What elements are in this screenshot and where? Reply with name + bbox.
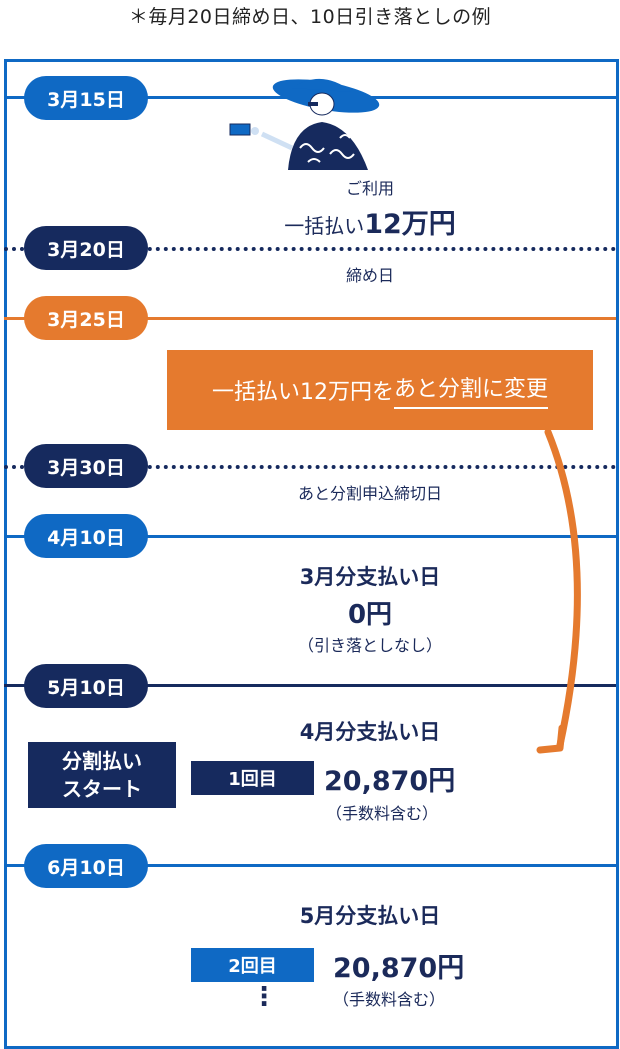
apply-deadline-label: あと分割申込締切日 [297,484,442,503]
change-prefix: 一括払い12万円を [211,380,394,405]
date-pill-may10: 5月10日 [24,664,148,708]
usage-amount: 12万円 [364,209,456,240]
line-mar20 [4,247,616,251]
line-mar30 [4,465,616,469]
installment-arrow [536,428,581,754]
woman-with-card-illustration [229,78,380,170]
date-pill-mar30: 3月30日 [24,444,148,488]
date-pill-mar20: 3月20日 [24,226,148,270]
installment-count-2: 2回目 [191,948,314,982]
usage-label: ご利用 [345,179,394,198]
march-payment-note: （引き落としなし） [297,636,442,655]
usage-method: 一括払い [284,214,365,238]
date-pill-apr10: 4月10日 [24,514,148,558]
march-payment-title: 3月分支払い日 [299,565,441,589]
date-pill-mar25: 3月25日 [24,296,148,340]
may-payment-title: 5月分支払い日 [299,904,441,928]
closing-day-label: 締め日 [345,266,394,285]
april-fee-note: （手数料含む） [326,804,439,823]
more-dots: ⋮ [251,982,277,1012]
march-payment-amount: 0円 [347,600,393,630]
may-payment-amount: 20,870円 [333,953,465,984]
date-pill-mar15: 3月15日 [24,76,148,120]
april-payment-title: 4月分支払い日 [299,720,441,744]
may-fee-note: （手数料含む） [333,990,446,1009]
line-mar25 [4,317,616,320]
date-pill-jun10: 6月10日 [24,844,148,888]
line-may10 [4,684,616,687]
change-to-installment-box: 一括払い12万円をあと分割に変更 [167,350,593,430]
example-note: ＊毎月20日締め日、10日引き落としの例 [128,6,492,28]
start-tag-line1: 分割払い [62,749,142,773]
start-tag-line2: スタート [62,777,142,801]
change-action: あと分割に変更 [393,371,548,409]
timeline-frame [4,59,619,1049]
installment-start-tag: 分割払い スタート [28,742,176,808]
april-payment-amount: 20,870円 [324,766,456,797]
usage-detail: 一括払い12万円 [150,202,590,241]
installment-count-1: 1回目 [191,761,314,795]
line-apr10 [4,535,616,538]
line-jun10 [4,864,616,867]
